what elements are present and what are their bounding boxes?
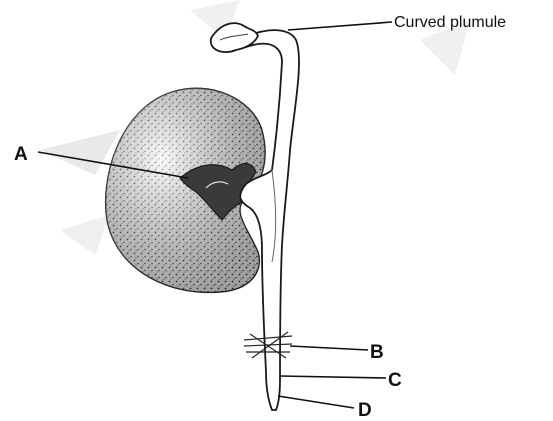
leader-line-d <box>278 396 354 408</box>
leader-line-c <box>280 376 386 378</box>
label-curved-plumule: Curved plumule <box>394 14 506 31</box>
leader-line-b <box>290 346 368 350</box>
label-c: C <box>388 370 402 391</box>
label-d: D <box>358 400 372 421</box>
label-b: B <box>370 342 384 363</box>
leader-line-plumule <box>288 22 392 30</box>
label-a: A <box>14 144 28 165</box>
